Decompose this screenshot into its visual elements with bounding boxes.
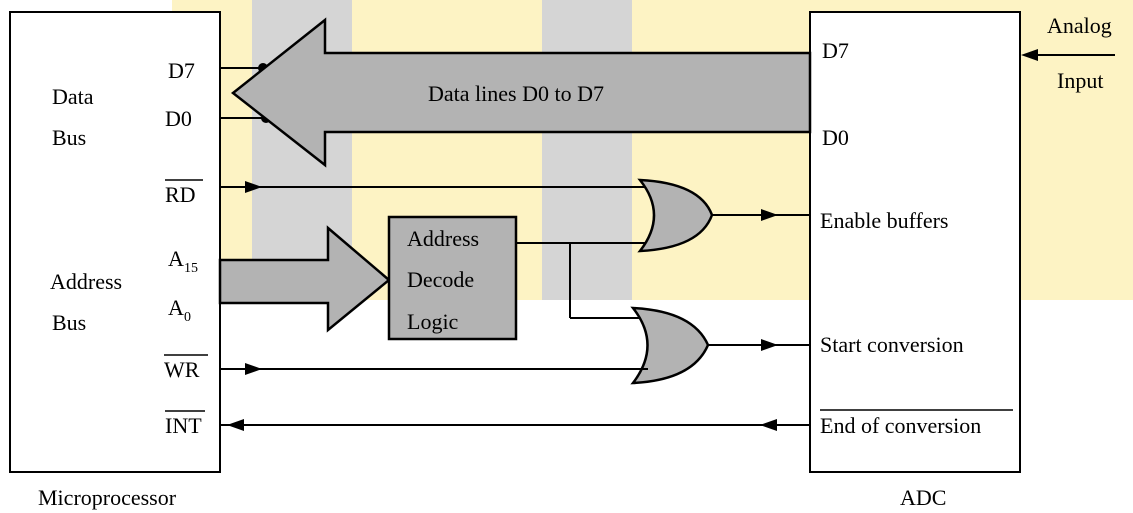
rd-arrowhead [245,181,262,193]
adc-block [809,11,1021,473]
int-arrowhead-left [227,419,244,431]
mp-pin-a15: A [168,246,184,271]
input-label: Input [1057,68,1103,93]
mp-pin-a0-subscript: 0 [184,310,191,325]
adc-pin-end-of-conversion: End of conversion [820,413,981,438]
data-lines-label: Data lines D0 to D7 [428,81,604,106]
mp-pin-rd: RD [165,182,196,207]
address-bus-arrow [218,225,391,333]
int-arrowhead-right [760,419,777,431]
analog-input-arrowhead [1021,49,1038,61]
mp-pin-wr: WR [164,357,200,382]
mp-pin-a0: A [168,295,184,320]
address-decode-logic-box [387,215,518,341]
mp-pin-int: INT [165,413,202,438]
mp-pin-a15-subscript: 15 [184,261,198,276]
microprocessor-block [9,11,221,473]
decoder-line-1: Address [407,226,479,251]
microprocessor-title: Microprocessor [38,485,177,510]
decoder-line-2: Decode [407,267,474,292]
or-gate-read [637,178,714,253]
data-bus-label: Bus [52,125,86,150]
adc-pin-start-conversion: Start conversion [820,332,964,357]
address-label: Address [50,269,122,294]
start-conversion-arrowhead [761,339,778,351]
adc-pin-d0: D0 [822,125,849,150]
mp-pin-d0: D0 [165,106,192,131]
adc-pin-enable-buffers: Enable buffers [820,208,949,233]
or-gate-write [630,306,710,385]
decoder-line-3: Logic [407,309,459,334]
wr-arrowhead [245,363,262,375]
adc-title: ADC [900,485,946,510]
enable-buffers-arrowhead [761,209,778,221]
adc-pin-d7: D7 [822,38,849,63]
data-lines-arrow [230,17,812,168]
analog-label: Analog [1047,13,1112,38]
mp-pin-d7: D7 [168,58,195,83]
data-label: Data [52,84,94,109]
address-bus-label: Bus [52,310,86,335]
